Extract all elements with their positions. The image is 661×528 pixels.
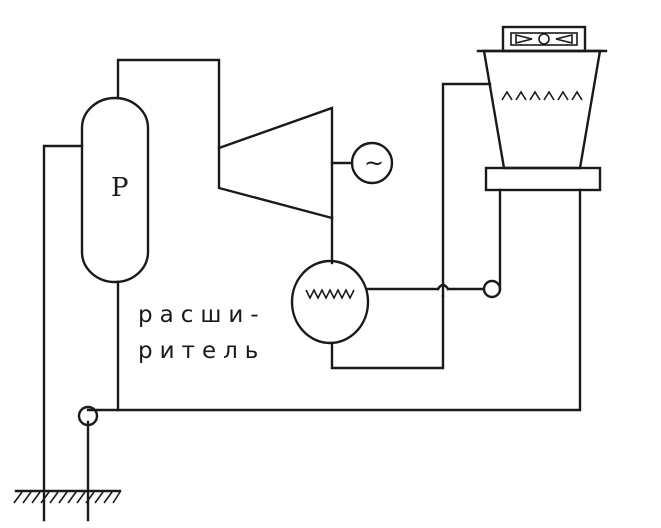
- production-well-pipe: [42, 144, 84, 522]
- condenser-spray-nozzles: [305, 288, 355, 300]
- hot-water-return-line: [441, 82, 492, 298]
- cooling-tower-body: [482, 49, 602, 170]
- ground-symbol: [13, 489, 122, 504]
- cooling-tower: [476, 25, 608, 192]
- expander-label-line1: расши-: [138, 302, 266, 328]
- condenser: [290, 259, 370, 345]
- reinjection-pump: [77, 405, 99, 427]
- cooling-tower-basin: [484, 166, 602, 192]
- condenser-drain-line: [330, 294, 445, 370]
- expander-label-line2: ритель: [138, 338, 265, 364]
- cooling-water-pump: [482, 279, 502, 299]
- separator-vessel: [80, 96, 150, 284]
- turbine: [217, 106, 334, 220]
- generator: [350, 141, 394, 185]
- blowdown-line: [86, 188, 582, 412]
- cooling-tower-spray-nozzles: [501, 90, 583, 101]
- steam-supply-line: [116, 58, 221, 150]
- separator-label: Р: [111, 173, 129, 203]
- fan-icon: [510, 32, 578, 46]
- generator-symbol: ~: [364, 149, 384, 177]
